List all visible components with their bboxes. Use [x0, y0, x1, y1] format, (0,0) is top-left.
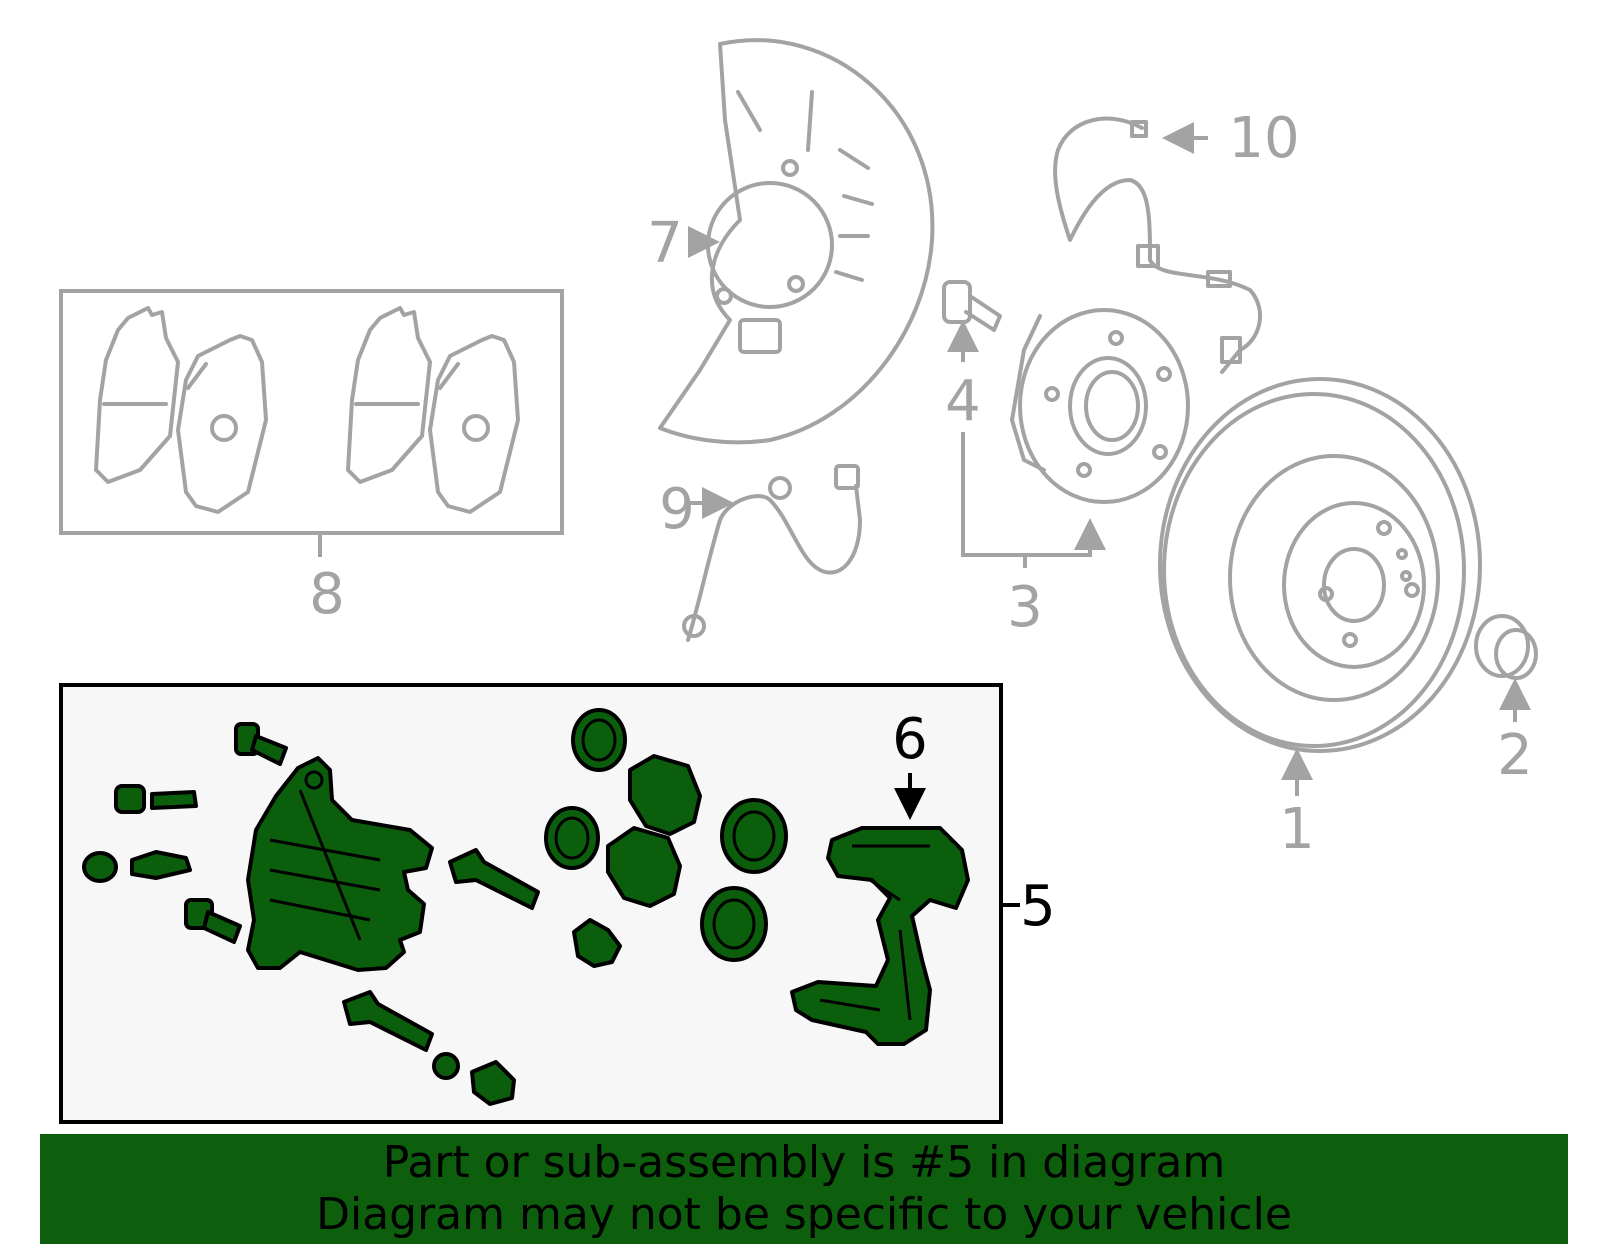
callout-6: 6	[892, 707, 928, 772]
banner-line-2: Diagram may not be specific to your vehi…	[316, 1189, 1292, 1240]
caliper-housing	[246, 756, 434, 972]
callout-9: 9	[659, 477, 695, 542]
info-banner: Part or sub-assembly is #5 in diagram Di…	[40, 1134, 1568, 1244]
callout-1: 1	[1279, 797, 1315, 862]
hub-assembly[interactable]	[961, 308, 1190, 568]
hub-bolt[interactable]	[942, 280, 1002, 362]
dust-shield[interactable]	[658, 38, 935, 445]
wheel-speed-sensor[interactable]	[1053, 116, 1262, 374]
callout-2: 2	[1497, 723, 1533, 788]
banner-line-1: Part or sub-assembly is #5 in diagram	[382, 1137, 1226, 1188]
callout-3: 3	[1007, 575, 1043, 640]
brake-pad-set-group[interactable]	[59, 289, 564, 557]
caliper-assembly-group[interactable]	[59, 683, 1020, 1124]
callout-7: 7	[647, 211, 683, 276]
caliper-bolts	[82, 722, 288, 944]
callout-5: 5	[1020, 874, 1056, 939]
guide-pins	[342, 848, 540, 1106]
callout-4: 4	[945, 369, 981, 434]
caliper-bracket[interactable]	[790, 773, 970, 1046]
hub-nut[interactable]	[1474, 614, 1538, 722]
seals-and-pistons	[544, 708, 788, 968]
callout-10: 10	[1228, 106, 1299, 171]
brake-hose[interactable]	[682, 464, 862, 642]
callout-8: 8	[309, 562, 345, 627]
brake-rotor[interactable]	[1158, 377, 1482, 796]
